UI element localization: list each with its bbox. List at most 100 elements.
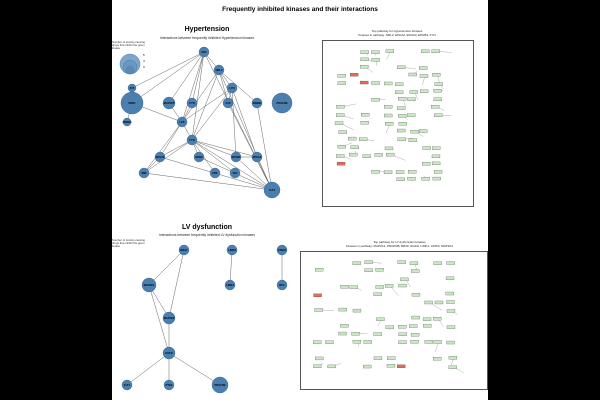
htn-edge (191, 51, 205, 104)
lv-node: BRAF (178, 244, 190, 256)
pathway-gene-box (364, 268, 373, 272)
pathway-gene-box (395, 82, 404, 86)
htn-edge (191, 139, 237, 158)
pathway-gene-box (398, 325, 407, 329)
htn-node-label: FRK (212, 171, 217, 175)
hypertension-pathway-heading: Top pathway for Hypertension kinases (371, 29, 423, 33)
pathway-gene-box (337, 81, 346, 85)
lv-node-label: LIMK1 (226, 283, 234, 287)
pathway-gene-box (431, 105, 440, 109)
pathway-gene-box (397, 364, 406, 368)
pathway-gene-box (434, 82, 443, 86)
lv-node: MAP2K1 (141, 277, 157, 293)
htn-edge (159, 121, 183, 158)
pathway-gene-box (409, 90, 418, 94)
htn-edge (143, 172, 273, 191)
lv-node-circle (224, 279, 236, 291)
htn-node-label: ERBB4 (123, 120, 132, 124)
pathway-gene-box (351, 332, 360, 336)
pathway-gene-box (352, 261, 361, 265)
lv-node-circle (178, 244, 190, 256)
htn-node-circle (229, 167, 241, 179)
pathway-gene-box (340, 324, 349, 328)
htn-node-label: NRL3 (216, 68, 223, 72)
htn-edge (191, 139, 258, 158)
htn-node-label: LCK (179, 120, 184, 124)
htn-edge (143, 139, 193, 174)
pathway-gene-box (445, 291, 454, 296)
pathway-gene-box (433, 340, 442, 344)
htn-node-circle (193, 151, 205, 163)
pathway-gene-box (423, 324, 432, 328)
pathway-gene-box (410, 333, 420, 337)
lv-edge (126, 352, 170, 386)
pathway-gene-box (375, 285, 384, 289)
pathway-gene-box (348, 136, 357, 141)
lv-node: FLT1 (121, 379, 133, 391)
htn-node-label: FYN (189, 138, 194, 142)
pathway-gene-box (398, 283, 407, 288)
htn-node-circle (230, 151, 242, 163)
htn-node-circle (209, 167, 221, 179)
pathway-gene-box (314, 308, 323, 312)
pathway-gene-box (371, 58, 380, 62)
htn-node-circle (271, 92, 293, 114)
htn-node-label: FLT3 (269, 188, 276, 192)
pathway-gene-box (384, 284, 394, 288)
pathway-gene-box (325, 340, 334, 344)
pathway-gene-box (313, 340, 322, 344)
lv-pathway-diagram (313, 260, 464, 374)
pathway-gene-box (397, 114, 407, 118)
pathway-gene-box (397, 106, 406, 110)
pathway-gene-box (411, 315, 420, 320)
pathway-gene-box (433, 170, 443, 174)
pathway-gene-box (431, 49, 440, 53)
legend-tick-3: 3 (143, 65, 145, 69)
pathway-gene-box (384, 81, 393, 86)
pathway-gene-box (360, 50, 369, 54)
pathway-gene-box (371, 170, 380, 174)
htn-edge (191, 87, 233, 141)
htn-node-circle (186, 134, 198, 146)
pathway-gene-box (419, 66, 428, 70)
htn-node: EPHA2 (154, 151, 166, 163)
pathway-gene-box (373, 332, 382, 336)
pathway-gene-box (421, 49, 430, 53)
pathway-gene-box (362, 154, 371, 158)
figure-title: Frequently inhibited kinases and their i… (222, 6, 378, 13)
hypertension-pathway-kinases: Kinases in pathway: NRL3, EPHA2, EPHA3, … (358, 32, 436, 37)
pathway-gene-box (409, 261, 419, 265)
pathway-gene-box (398, 340, 407, 344)
htn-node-label: LYN (230, 86, 235, 90)
lv-pathway-title: Top pathway for LV dysfunction kinases K… (317, 240, 482, 248)
lv-node-label: RCC (279, 283, 285, 287)
htn-node: MIR (138, 167, 150, 179)
hypertension-title: Hypertension (184, 26, 230, 33)
pathway-gene-box (400, 277, 409, 282)
pathway-gene-box (394, 90, 404, 94)
htn-edge (218, 69, 229, 104)
pathway-gene-box (360, 57, 369, 62)
htn-node-circle (226, 82, 238, 94)
pathway-gene-box (398, 332, 407, 336)
pathway-arrow (389, 285, 399, 296)
pathway-gene-box (424, 340, 433, 344)
htn-node-circle (263, 181, 281, 199)
pathway-gene-box (386, 152, 395, 157)
pathway-gene-box (313, 364, 322, 368)
lv-edge (168, 352, 221, 386)
pathway-gene-box (336, 161, 346, 166)
figure-canvas: Frequently inhibited kinases and their i… (112, 0, 488, 400)
pathway-gene-box (373, 292, 382, 296)
pathway-gene-box (373, 356, 383, 360)
hypertension-pathway-diagram (334, 49, 452, 181)
htn-node-label: EPHA3 (253, 155, 262, 159)
htn-node: KIT (127, 83, 137, 93)
lv-node: CSNK1 (276, 244, 288, 256)
lv-node-label: CSNK1 (278, 248, 287, 252)
htn-node-label: DDR2 (195, 155, 203, 159)
lv-node-circle (211, 376, 229, 394)
lv-pathway-map (300, 251, 488, 390)
pathway-gene-box (433, 357, 442, 361)
pathway-gene-box (337, 144, 346, 149)
